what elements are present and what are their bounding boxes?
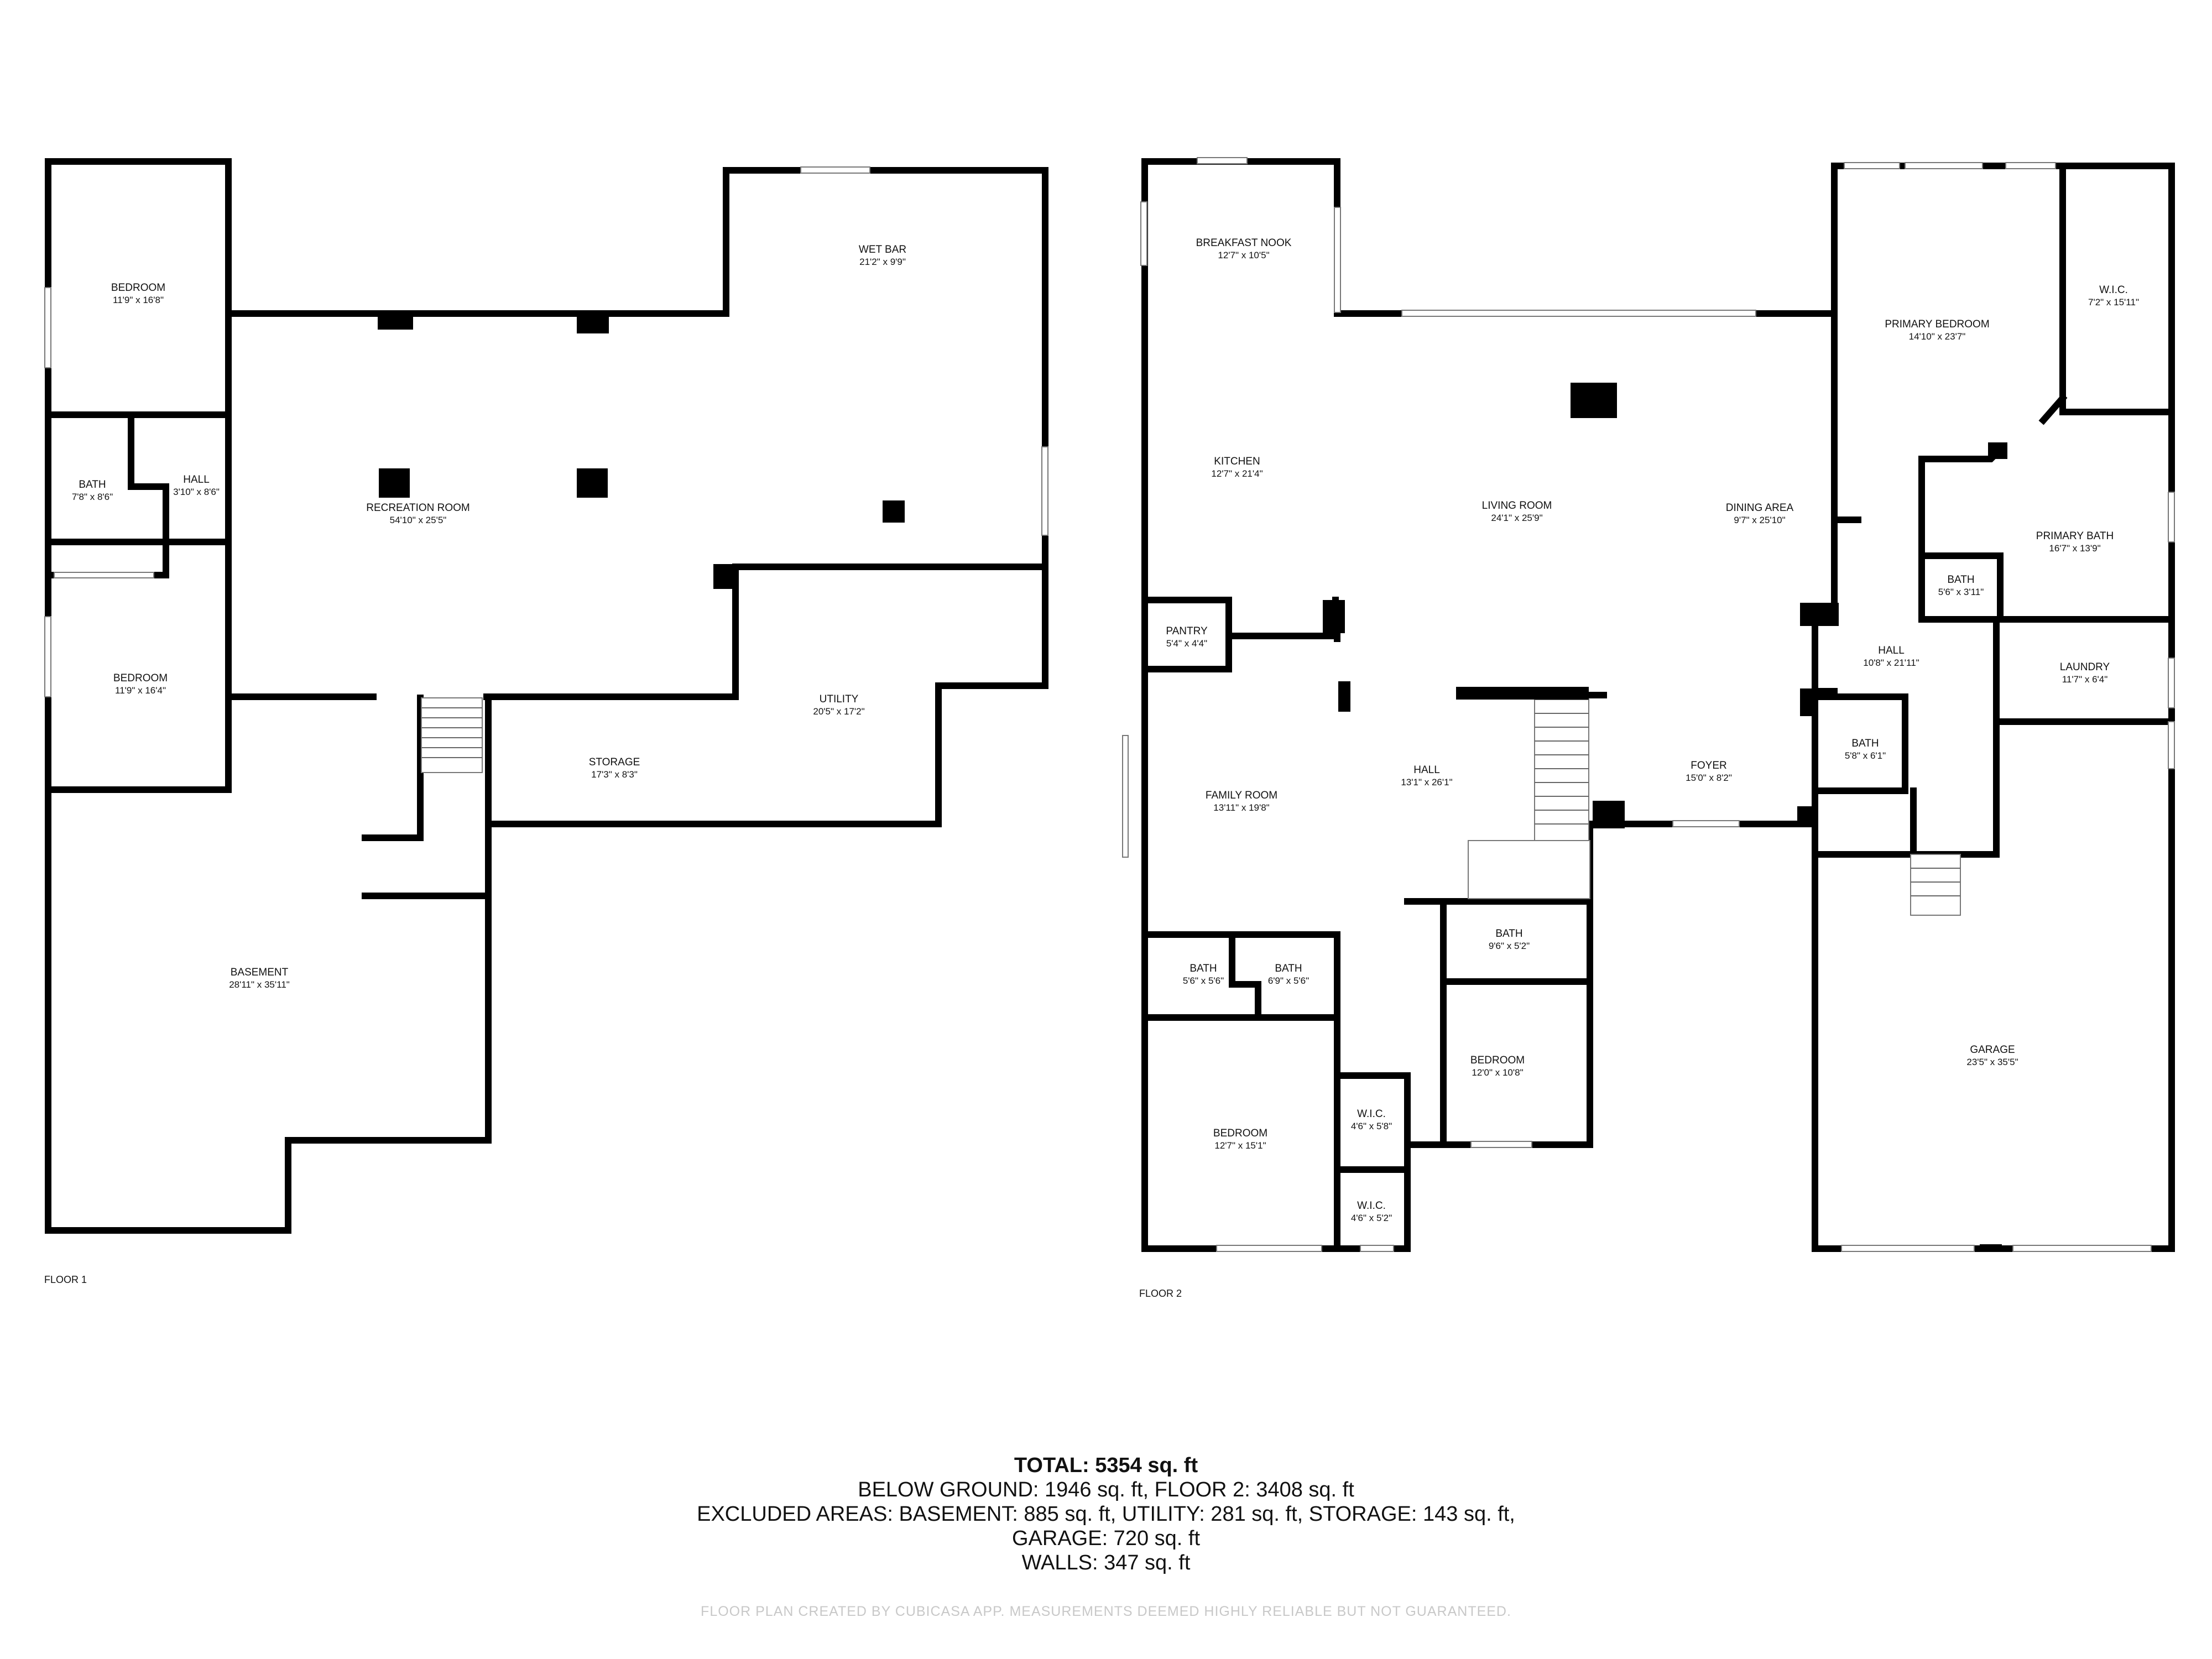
floor-2-main-stairs <box>1468 699 1590 899</box>
room-wic-primary: W.I.C.7'2" x 15'11" <box>2088 284 2139 307</box>
excluded-areas: EXCLUDED AREAS: BASEMENT: 885 sq. ft, UT… <box>697 1503 1515 1526</box>
room-wic-2-2: W.I.C.4'6" x 5'2" <box>1351 1200 1392 1223</box>
floor-2-label: FLOOR 2 <box>1139 1288 1182 1299</box>
walls-area: WALLS: 347 sq. ft <box>1021 1551 1191 1574</box>
floor-2-right-inner-walls <box>1812 163 2175 858</box>
floor-1-label: FLOOR 1 <box>44 1274 87 1285</box>
floor-1-plan: FLOOR 1 <box>44 158 1048 1285</box>
disclaimer-footer: FLOOR PLAN CREATED BY CUBICASA APP. MEAS… <box>701 1604 1511 1619</box>
floor-2-left-outer-wall <box>1141 158 1838 1252</box>
area-summary: TOTAL: 5354 sq. ft BELOW GROUND: 1946 sq… <box>0 1453 2212 1575</box>
floor-areas: BELOW GROUND: 1946 sq. ft, FLOOR 2: 3408… <box>858 1478 1354 1501</box>
floor-1-inner-walls <box>45 310 1048 899</box>
garage-area: GARAGE: 720 sq. ft <box>1011 1527 1201 1550</box>
floor-1-outer-wall <box>45 158 1048 1234</box>
total-area: TOTAL: 5354 sq. ft <box>1014 1454 1198 1477</box>
floor-2-plan: FLOOR 2 <box>1122 157 2175 1299</box>
floor-2-garage-stairs <box>1910 854 1961 916</box>
floor-1-stairs <box>421 697 483 773</box>
room-wic-2-1: W.I.C.4'6" x 5'8" <box>1351 1108 1392 1131</box>
